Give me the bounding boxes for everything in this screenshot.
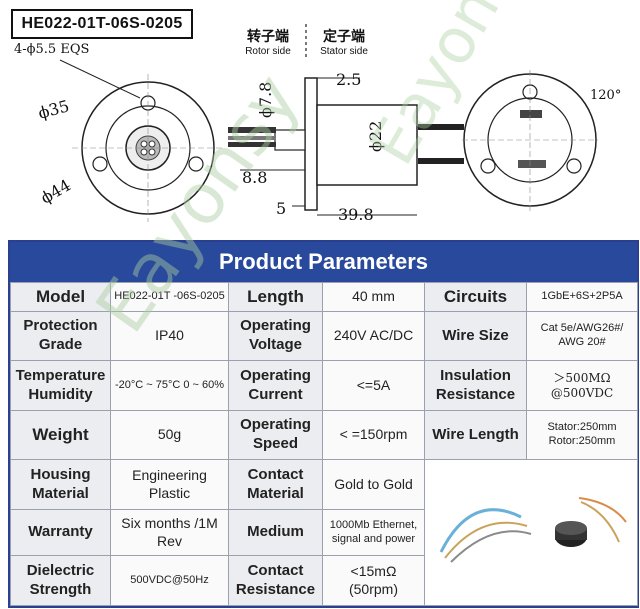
param-label: Insulation Resistance — [424, 360, 527, 411]
param-label: Protection Grade — [10, 310, 111, 362]
model-number: HE022-01T-06S-0205 — [11, 9, 193, 39]
param-value: 1GbE+6S+2P5A — [526, 282, 638, 312]
dim-phi22: ϕ22 — [366, 120, 385, 152]
technical-drawing: HE022-01T-06S-0205 4-ϕ5.5 EQS 转子端 Rotor … — [0, 0, 640, 230]
dim-phi7-8: ϕ7.8 — [256, 81, 275, 118]
param-value: Cat 5e/AWG26#/ AWG 20# — [526, 310, 638, 362]
param-label: Dielectric Strength — [10, 555, 111, 606]
param-value: 240V AC/DC — [322, 310, 425, 362]
param-label: Operating Speed — [228, 409, 323, 461]
dim-39-8: 39.8 — [338, 205, 374, 224]
param-label: Contact Material — [228, 459, 323, 510]
param-value: <=5A — [322, 360, 425, 411]
param-label: Circuits — [424, 282, 527, 312]
param-label: Operating Current — [228, 360, 323, 411]
param-value: 500VDC@50Hz — [110, 555, 229, 606]
drawing-lines — [59, 24, 598, 222]
param-value: IP40 — [110, 310, 229, 362]
table-row: Protection Grade IP40 Operating Voltage … — [10, 310, 638, 362]
param-value: Six months /1M Rev — [110, 508, 229, 557]
table-row: Weight 50g Operating Speed < =150rpm Wir… — [10, 409, 638, 461]
dim-8-8: 8.8 — [242, 168, 268, 187]
table-row: Model HE022-01T -06S-0205 Length 40 mm C… — [10, 282, 638, 312]
dim-2-5: 2.5 — [336, 70, 362, 89]
param-label: Medium — [228, 508, 323, 557]
product-photo — [424, 459, 638, 606]
param-label: Warranty — [10, 508, 111, 557]
table-row: Housing Material Engineering Plastic Con… — [10, 459, 638, 606]
param-label: Model — [10, 282, 111, 312]
product-parameters-panel: Product Parameters Model HE022-01T -06S-… — [8, 240, 639, 608]
angle-120: 120° — [590, 88, 622, 103]
param-value: 1000Mb Ethernet, signal and power — [322, 508, 425, 557]
param-label: Housing Material — [10, 459, 111, 510]
stator-side-cn: 定子端 — [323, 28, 365, 44]
param-value: 40 mm — [322, 282, 425, 312]
dim-5: 5 — [276, 199, 287, 218]
slip-ring-photo — [439, 496, 627, 563]
rotor-side-en: Rotor side — [245, 46, 291, 57]
holes-note: 4-ϕ5.5 EQS — [14, 42, 90, 57]
param-label: Operating Voltage — [228, 310, 323, 362]
param-value: HE022-01T -06S-0205 — [110, 282, 229, 312]
param-value: Engineering Plastic — [110, 459, 229, 510]
param-label: Weight — [10, 409, 111, 461]
param-value: ＞500MΩ @500VDC — [526, 360, 638, 411]
table-row: Dielectric Strength 500VDC@50Hz Contact … — [10, 555, 638, 606]
param-label: Wire Size — [424, 310, 527, 362]
param-value: < =150rpm — [322, 409, 425, 461]
param-label: Length — [228, 282, 323, 312]
param-value: Gold to Gold — [322, 459, 425, 510]
table-row: Temperature Humidity -20°C ~ 75°C 0 ~ 60… — [10, 360, 638, 411]
param-label: Wire Length — [424, 409, 527, 461]
param-label: Temperature Humidity — [10, 360, 111, 411]
params-title: Product Parameters — [10, 242, 637, 282]
table-row: Warranty Six months /1M Rev Medium 1000M… — [10, 508, 638, 557]
stator-side-en: Stator side — [320, 46, 368, 57]
param-value: 50g — [110, 409, 229, 461]
param-value: -20°C ~ 75°C 0 ~ 60% — [110, 360, 229, 411]
param-label: Contact Resistance — [228, 555, 323, 606]
param-value: <15mΩ (50rpm) — [322, 555, 425, 606]
rotor-side-cn: 转子端 — [247, 28, 289, 44]
param-value: Stator:250mm Rotor:250mm — [526, 409, 638, 461]
params-table: Model HE022-01T -06S-0205 Length 40 mm C… — [10, 282, 638, 606]
